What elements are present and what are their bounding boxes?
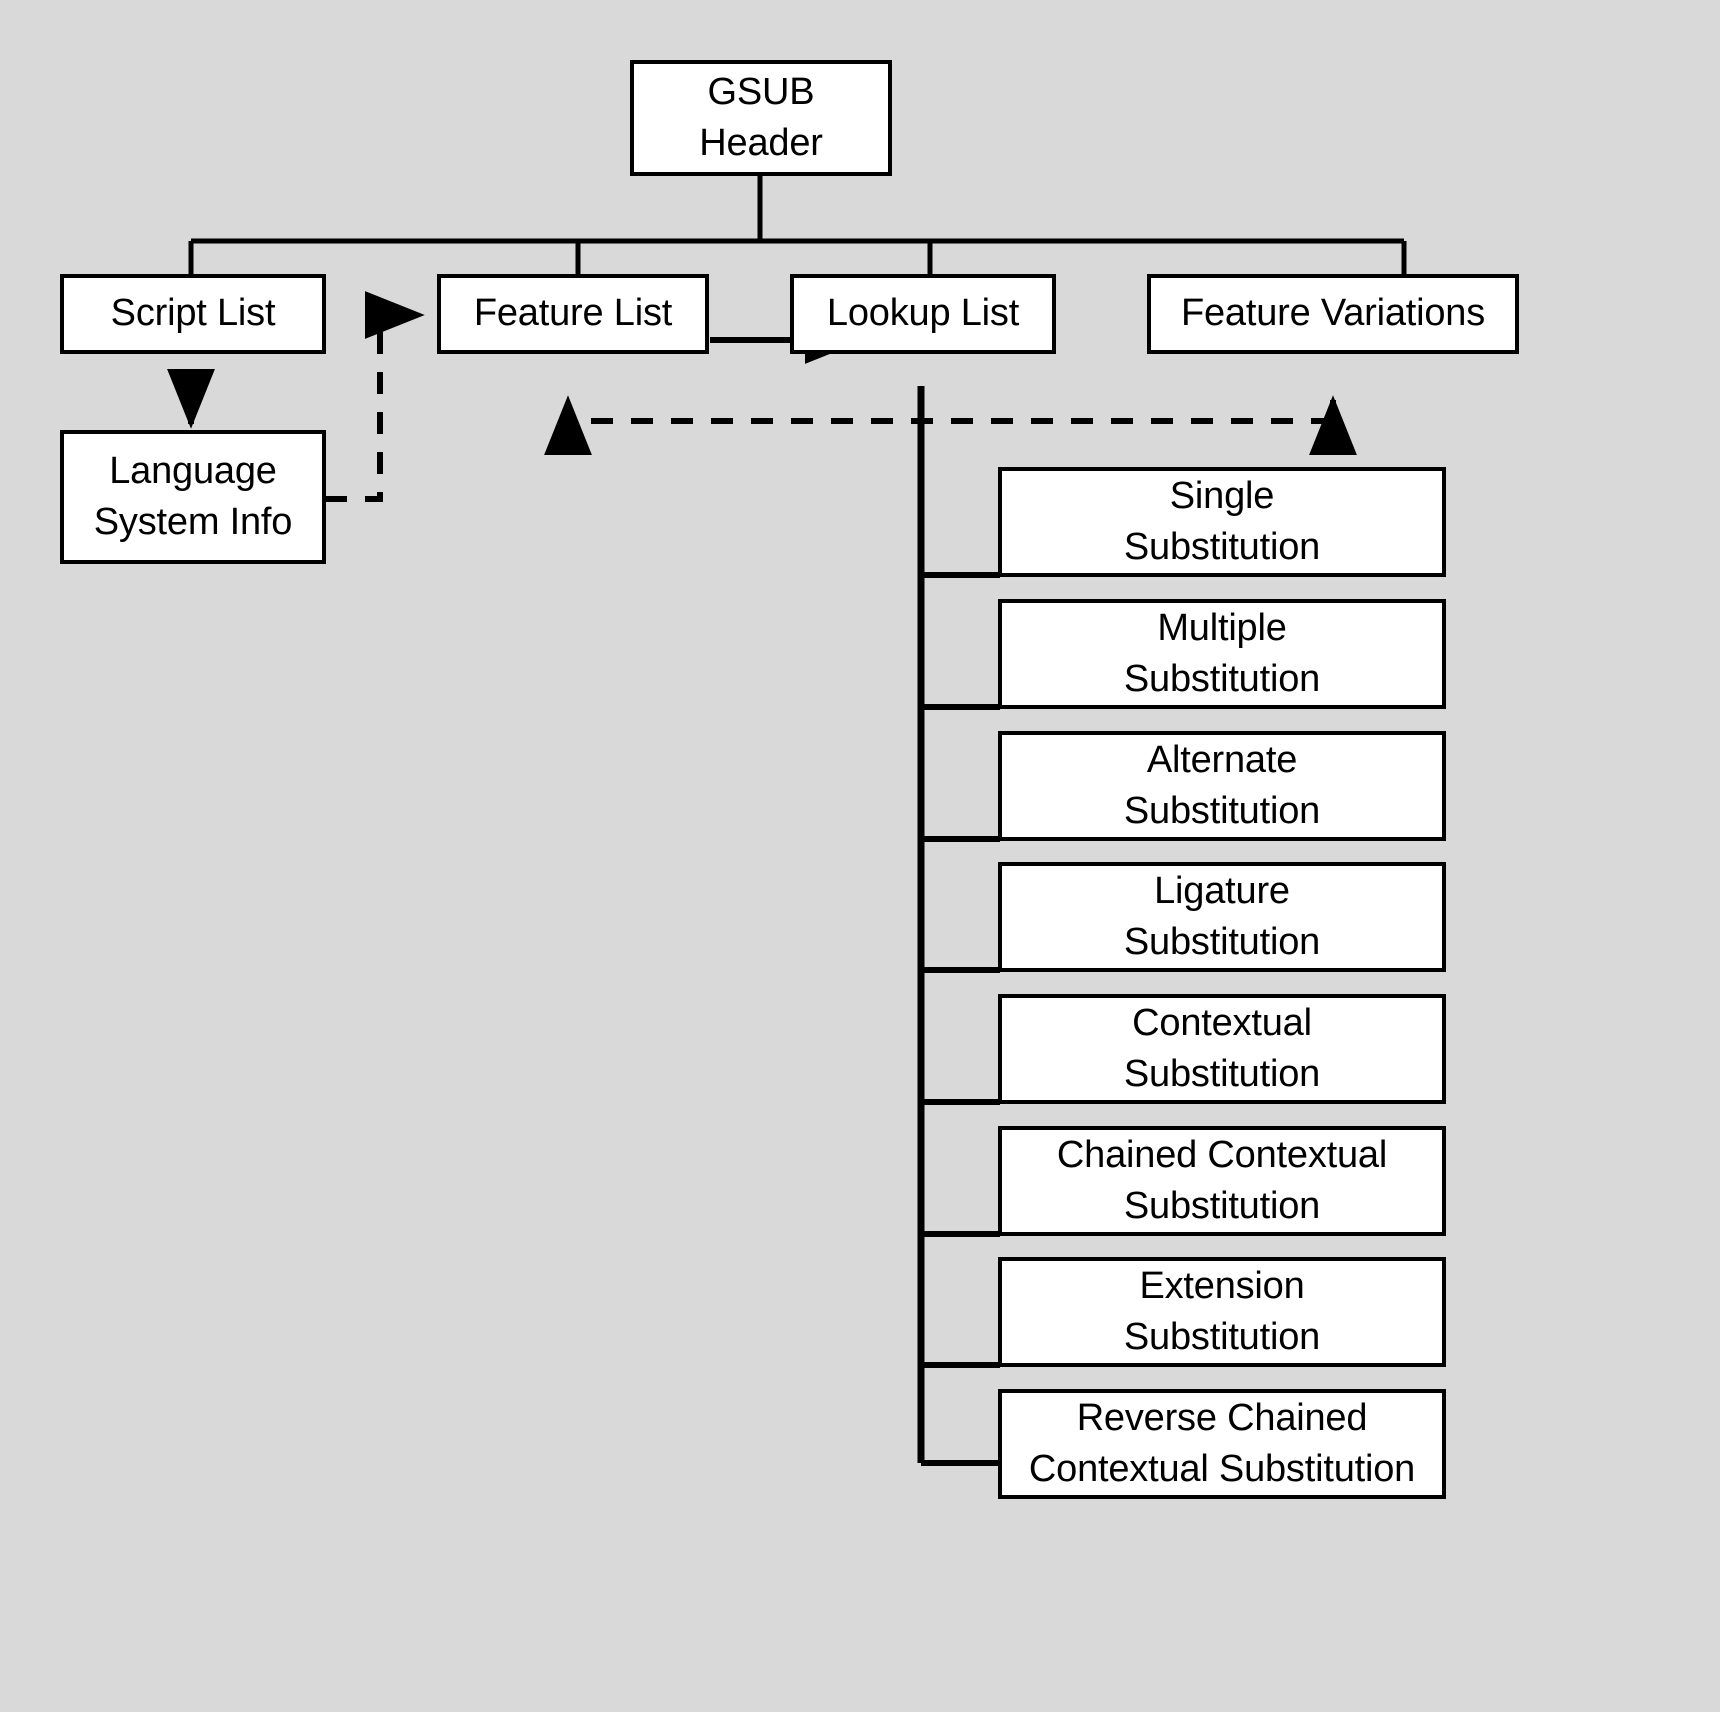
- node-lookup-type-ligature-substitution[interactable]: Ligature Substitution: [998, 862, 1446, 972]
- node-lookup-type-alternate-substitution[interactable]: Alternate Substitution: [998, 731, 1446, 841]
- node-language-system-info-line2: System Info: [93, 501, 293, 543]
- node-lookup-type-6-line2: Substitution: [1123, 1185, 1321, 1227]
- node-lookup-type-5-line1: Contextual: [1132, 1001, 1312, 1044]
- node-lookup-type-1-line2: Substitution: [1123, 526, 1321, 568]
- node-lookup-type-4-line2: Substitution: [1123, 921, 1321, 963]
- node-lookup-type-8-line1: Reverse Chained: [1076, 1396, 1368, 1439]
- node-script-list[interactable]: Script List: [60, 274, 326, 354]
- node-feature-list[interactable]: Feature List: [437, 274, 709, 354]
- node-lookup-type-extension-substitution[interactable]: Extension Substitution: [998, 1257, 1446, 1367]
- node-language-system-info-line1: Language: [109, 449, 277, 492]
- node-lookup-type-6-line1: Chained Contextual: [1056, 1133, 1388, 1176]
- node-gsub-header-line2: Header: [699, 122, 823, 164]
- node-lookup-type-7-line1: Extension: [1139, 1264, 1305, 1307]
- node-language-system-info[interactable]: Language System Info: [60, 430, 326, 564]
- node-lookup-type-multiple-substitution[interactable]: Multiple Substitution: [998, 599, 1446, 709]
- node-lookup-list[interactable]: Lookup List: [790, 274, 1056, 354]
- node-lookup-type-7-line2: Substitution: [1123, 1316, 1321, 1358]
- connector-lookups-to-feature-list: [544, 395, 1333, 456]
- node-lookup-type-reverse-chained-contextual-substitution[interactable]: Reverse Chained Contextual Substitution: [998, 1389, 1446, 1499]
- node-gsub-header[interactable]: GSUB Header: [630, 60, 892, 176]
- node-lookup-type-chained-contextual-substitution[interactable]: Chained Contextual Substitution: [998, 1126, 1446, 1236]
- node-feature-list-label: Feature List: [473, 292, 673, 335]
- node-feature-variations-label: Feature Variations: [1180, 292, 1486, 335]
- node-lookup-type-3-line2: Substitution: [1123, 790, 1321, 832]
- node-lookup-type-2-line1: Multiple: [1157, 606, 1287, 649]
- connector-language-system-info-to-feature-list: [325, 291, 425, 502]
- node-lookup-type-contextual-substitution[interactable]: Contextual Substitution: [998, 994, 1446, 1104]
- node-lookup-type-8-line2: Contextual Substitution: [1028, 1448, 1416, 1490]
- node-feature-variations[interactable]: Feature Variations: [1147, 274, 1519, 354]
- node-lookup-type-5-line2: Substitution: [1123, 1053, 1321, 1095]
- node-lookup-type-single-substitution[interactable]: Single Substitution: [998, 467, 1446, 577]
- node-lookup-type-3-line1: Alternate: [1146, 738, 1298, 781]
- node-lookup-type-2-line2: Substitution: [1123, 658, 1321, 700]
- node-gsub-header-line1: GSUB: [707, 70, 815, 113]
- node-lookup-type-4-line1: Ligature: [1154, 869, 1290, 912]
- node-lookup-list-label: Lookup List: [826, 292, 1020, 335]
- node-script-list-label: Script List: [110, 292, 276, 335]
- node-lookup-type-1-line1: Single: [1169, 474, 1275, 517]
